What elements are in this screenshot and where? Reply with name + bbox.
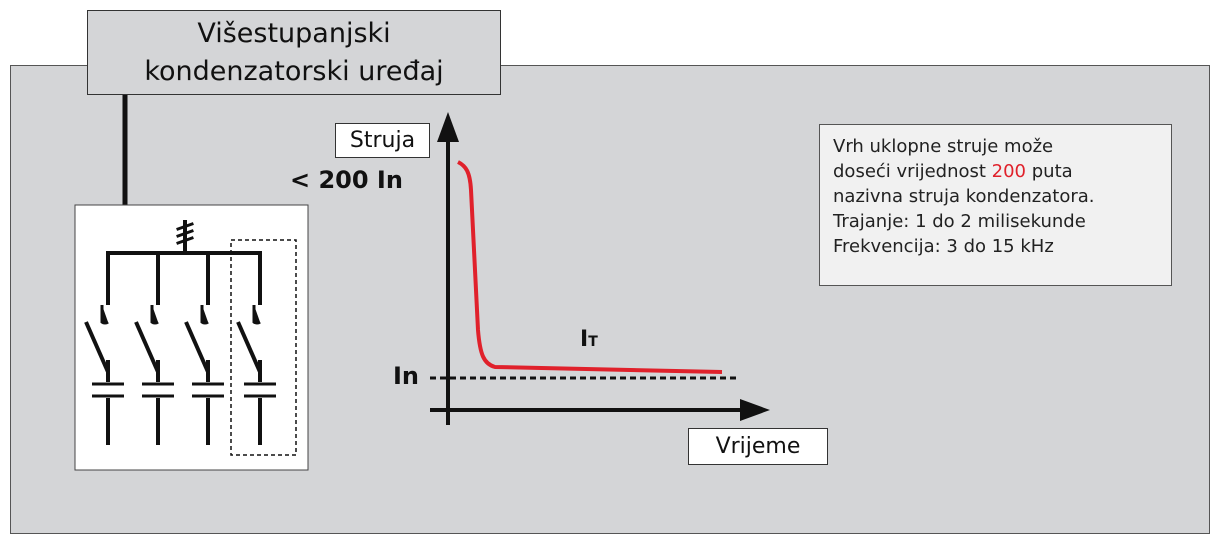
y-axis-arrowhead	[437, 112, 459, 142]
nominal-current-label: In	[393, 362, 420, 390]
info-line-3: nazivna struja kondenzatora.	[833, 186, 1095, 207]
info-line-2: doseći vrijednost 200 puta	[833, 161, 1073, 182]
y-axis-label: Struja	[335, 123, 430, 158]
capacitor-branch-1	[84, 253, 124, 445]
info-box: Vrh uklopne struje može doseći vrijednos…	[819, 124, 1172, 286]
info-line-1: Vrh uklopne struje može	[833, 136, 1054, 157]
capacitor-branch-2	[134, 253, 174, 445]
capacitor-bank-schematic	[106, 220, 262, 255]
title-line-2: kondenzatorski uređaj	[144, 56, 444, 87]
graph-axes	[430, 135, 745, 425]
device-title-box: Višestupanjski kondenzatorski uređaj	[87, 10, 501, 95]
info-highlight-value: 200	[991, 161, 1027, 182]
inrush-current-curve	[457, 160, 723, 374]
capacitor-branch-3	[184, 253, 224, 445]
peak-current-label: < 200 In	[290, 166, 403, 194]
capacitor-branches	[84, 253, 276, 445]
x-axis-arrowhead	[740, 399, 770, 421]
info-line-5: Frekvencija: 3 do 15 kHz	[833, 236, 1054, 257]
x-axis-label: Vrijeme	[688, 428, 828, 465]
info-line-4: Trajanje: 1 do 2 milisekunde	[833, 211, 1086, 232]
transient-current-label: IT	[580, 327, 598, 352]
title-line-1: Višestupanjski	[197, 18, 391, 49]
capacitor-branch-4	[236, 253, 276, 445]
